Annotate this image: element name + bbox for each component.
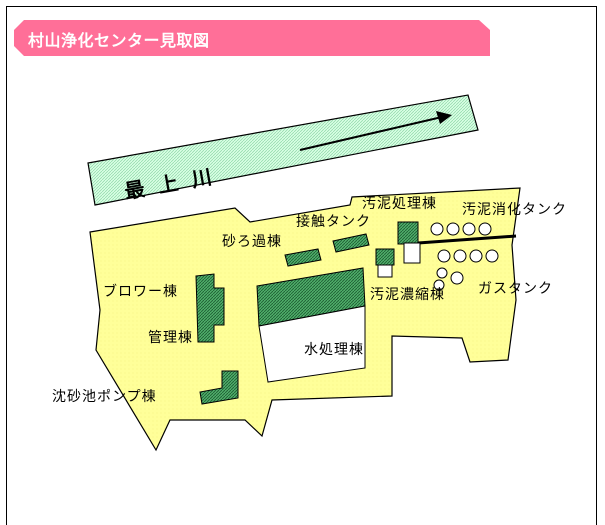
blower-building bbox=[195, 273, 225, 343]
label-sludge-thickening: 汚泥濃縮棟 bbox=[370, 287, 445, 303]
label-water-treatment: 水処理棟 bbox=[304, 342, 364, 358]
sludge-thickening-annex bbox=[377, 264, 393, 278]
river-mogami bbox=[87, 94, 479, 206]
river-flow-arrow bbox=[299, 111, 452, 151]
title-tab bbox=[14, 20, 490, 56]
sludge-treatment-building bbox=[397, 221, 419, 245]
sludge-thickening-building bbox=[375, 248, 395, 266]
label-gas-tank: ガスタンク bbox=[478, 281, 553, 297]
label-contact-tank: 接触タンク bbox=[296, 214, 371, 230]
water-treatment-building bbox=[258, 305, 366, 383]
sludge-treatment-annex bbox=[403, 242, 421, 264]
label-blower: ブロワー棟 bbox=[103, 284, 178, 300]
sand-filter-building bbox=[284, 248, 322, 267]
label-admin: 管理棟 bbox=[148, 330, 193, 346]
label-grit-pump: 沈砂池ポンプ棟 bbox=[52, 389, 157, 405]
label-sand-filter: 砂ろ過棟 bbox=[222, 234, 282, 250]
label-sludge-digestion-tank: 汚泥消化タンク bbox=[462, 202, 567, 218]
page-title: 村山浄化センター見取図 bbox=[28, 31, 210, 50]
tank-divider bbox=[417, 234, 517, 245]
contact-tank-building bbox=[332, 233, 370, 253]
digestion-tanks bbox=[430, 222, 499, 263]
gas-tanks bbox=[433, 267, 464, 291]
label-sludge-treatment: 汚泥処理棟 bbox=[362, 196, 437, 212]
grit-pump-building bbox=[199, 370, 239, 405]
